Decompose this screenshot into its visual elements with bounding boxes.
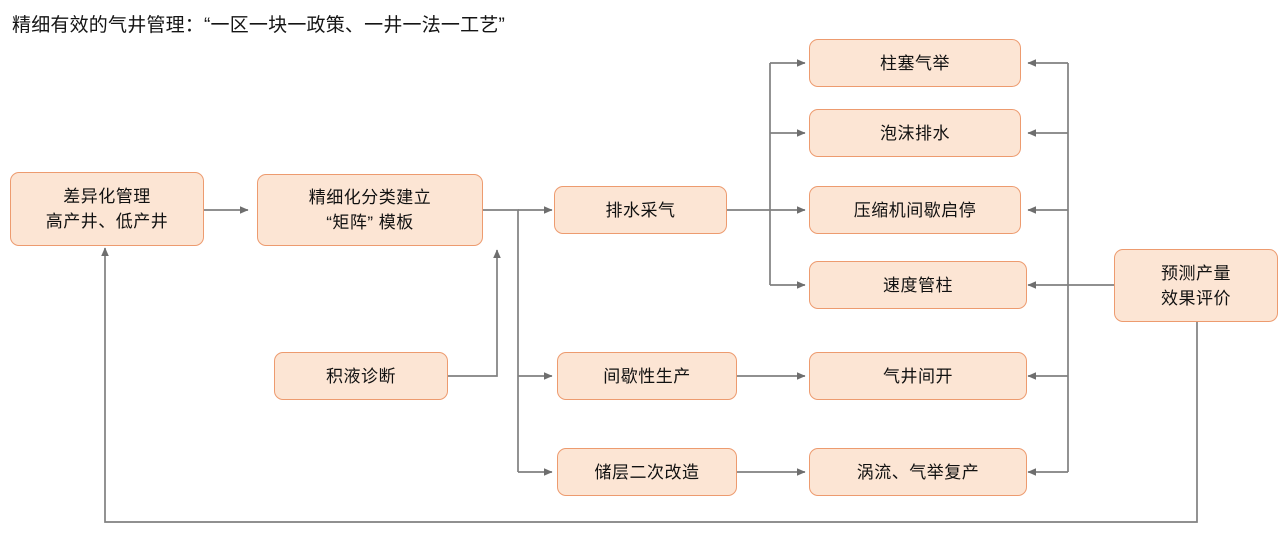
wire-matrix-trunk: [483, 209, 519, 472]
node-velocity-string[interactable]: 速度管柱: [809, 261, 1027, 309]
node-label-line1: 差异化管理: [63, 187, 151, 206]
node-well-intermittent-open[interactable]: 气井间开: [809, 352, 1027, 400]
page-title: 精细有效的气井管理：“一区一块一政策、一井一法一工艺”: [12, 15, 506, 36]
node-differentiated-management[interactable]: 差异化管理 高产井、低产井: [10, 172, 204, 246]
wire-dewatering-trunk: [727, 63, 771, 285]
node-vortex-gaslift-restore[interactable]: 涡流、气举复产: [809, 448, 1027, 496]
wire-forecast-trunk: [1067, 63, 1114, 472]
node-label-line1: 泡沫排水: [880, 123, 950, 143]
node-plunger-lift[interactable]: 柱塞气举: [809, 39, 1021, 87]
node-label-line1: 预测产量: [1161, 263, 1231, 283]
node-reservoir-restimulation[interactable]: 储层二次改造: [557, 448, 737, 496]
node-forecast-evaluation[interactable]: 预测产量 效果评价: [1114, 249, 1278, 322]
node-compressor-intermittent[interactable]: 压缩机间歇启停: [809, 186, 1021, 234]
node-label-line1: 间歇性生产: [603, 366, 691, 386]
node-label-line2: “矩阵” 模板: [326, 213, 414, 232]
node-label-line1: 柱塞气举: [880, 53, 950, 73]
wire-diagnosis-to-matrix: [448, 249, 501, 377]
node-label-line1: 涡流、气举复产: [856, 462, 980, 482]
node-label-line1: 速度管柱: [883, 275, 953, 295]
node-label-line1: 积液诊断: [326, 366, 396, 386]
node-label-line2: 高产井、低产井: [45, 212, 169, 231]
node-liquid-loading-diagnosis[interactable]: 积液诊断: [274, 352, 448, 400]
node-dewatering-gas-production[interactable]: 排水采气: [554, 186, 727, 234]
node-label-line1: 精细化分类建立: [308, 188, 432, 207]
node-classification-matrix[interactable]: 精细化分类建立 “矩阵” 模板: [257, 174, 483, 246]
node-label-line1: 储层二次改造: [594, 462, 700, 482]
node-label-line2: 效果评价: [1161, 288, 1231, 308]
node-label-line1: 压缩机间歇启停: [853, 200, 977, 220]
node-label-line1: 气井间开: [883, 366, 953, 386]
node-label-line1: 排水采气: [605, 200, 676, 220]
node-foam-dewatering[interactable]: 泡沫排水: [809, 109, 1021, 157]
node-intermittent-production[interactable]: 间歇性生产: [557, 352, 737, 400]
